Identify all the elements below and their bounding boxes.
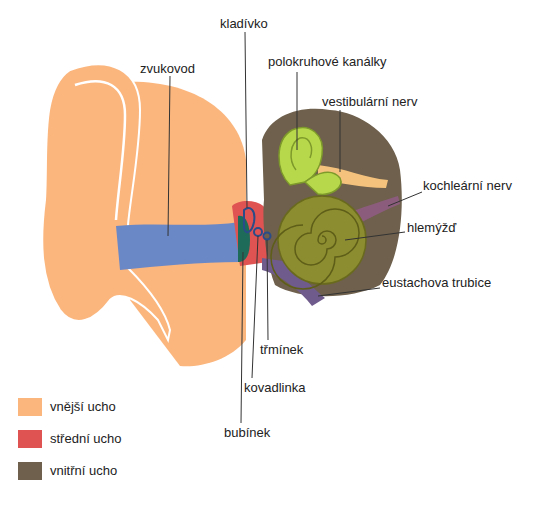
legend-swatch xyxy=(18,462,42,480)
part-label: kochleární nerv xyxy=(423,178,512,193)
cochlea-spiral xyxy=(271,209,359,289)
middle-ear xyxy=(232,201,268,266)
leader-line xyxy=(267,240,268,340)
leader-line xyxy=(345,232,405,240)
legend-swatch xyxy=(18,430,42,448)
cochlea xyxy=(278,196,366,284)
pinna-fold xyxy=(75,81,125,220)
pinna xyxy=(42,64,170,340)
legend-text: vnější ucho xyxy=(50,398,116,416)
part-label: eustachova trubice xyxy=(382,275,491,290)
part-label: hlemýžď xyxy=(407,220,456,235)
leader-line xyxy=(388,192,422,206)
legend-text: střední ucho xyxy=(50,430,122,448)
part-label: kovadlinka xyxy=(244,380,305,395)
part-label: bubínek xyxy=(224,425,270,440)
leader-line xyxy=(245,32,247,208)
canal-loop xyxy=(291,138,311,170)
part-label: polokruhové kanálky xyxy=(268,54,387,69)
part-label: třmínek xyxy=(260,342,303,357)
part-label: zvukovod xyxy=(140,61,195,76)
leader-line xyxy=(340,110,341,172)
legend-swatch xyxy=(18,398,42,416)
vestibule xyxy=(305,172,341,194)
leader-line xyxy=(241,252,243,423)
part-label: kladívko xyxy=(220,16,268,31)
incus xyxy=(254,228,262,236)
malleus xyxy=(244,208,254,232)
ear-canal xyxy=(116,222,240,270)
leader-line xyxy=(168,76,170,236)
legend-text: vnitřní ucho xyxy=(50,462,117,480)
leader-line xyxy=(297,72,298,150)
leader-line xyxy=(318,288,380,296)
stapes xyxy=(264,233,271,240)
leader-line xyxy=(252,236,258,378)
part-label: vestibulární nerv xyxy=(322,94,417,109)
leader-lines xyxy=(168,32,422,423)
